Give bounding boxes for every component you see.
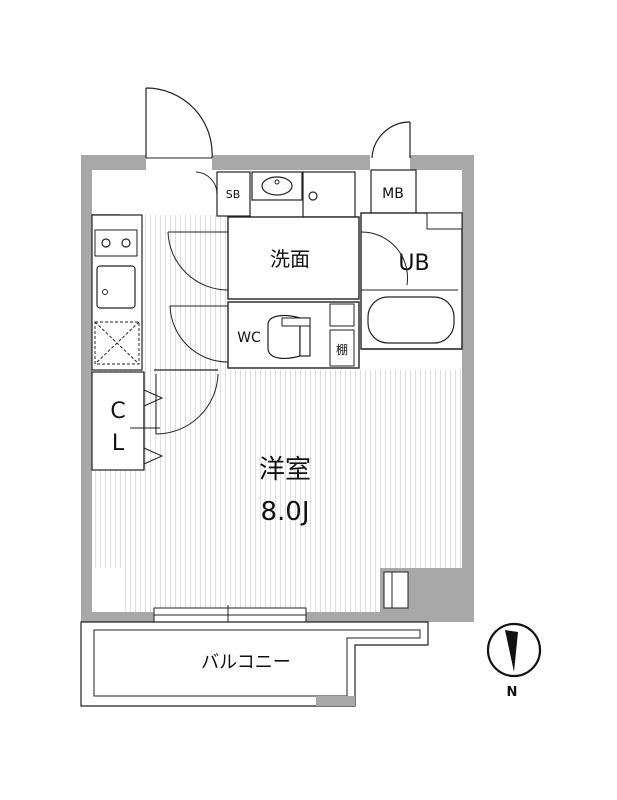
compass-arrow-icon: [505, 630, 518, 672]
room-door: [154, 369, 219, 435]
balcony-label: バルコニー: [201, 652, 291, 673]
wc-room: WC 棚: [169, 301, 360, 369]
mb-box: MB: [370, 169, 417, 216]
sb-box: SB: [195, 171, 251, 217]
entrance-door: [145, 87, 213, 172]
washroom-label: 洗面: [270, 247, 310, 271]
washroom: 洗面: [167, 216, 360, 300]
wc-label: WC: [237, 330, 261, 346]
western-room-size: 8.0J: [260, 497, 309, 527]
unit-bath: UB: [360, 212, 463, 350]
compass-north-label: N: [507, 685, 518, 700]
wall-notch-inner: [92, 170, 120, 214]
closet: C L: [91, 371, 164, 471]
wash-sink: [251, 171, 303, 201]
closet-c-label: C: [110, 399, 125, 424]
shelf-label: 棚: [336, 342, 348, 357]
sb-label: SB: [226, 188, 241, 201]
mb-door: [370, 121, 411, 170]
pillar-box: [383, 571, 409, 609]
balcony: バルコニー: [80, 621, 429, 707]
mb-label: MB: [382, 186, 404, 202]
kitchen: [91, 214, 143, 371]
washing-machine: [302, 171, 356, 218]
western-room-label: 洋室: [259, 455, 311, 485]
unit-bath-label: UB: [398, 251, 429, 276]
north-compass: N: [486, 622, 542, 700]
closet-l-label: L: [112, 431, 125, 456]
